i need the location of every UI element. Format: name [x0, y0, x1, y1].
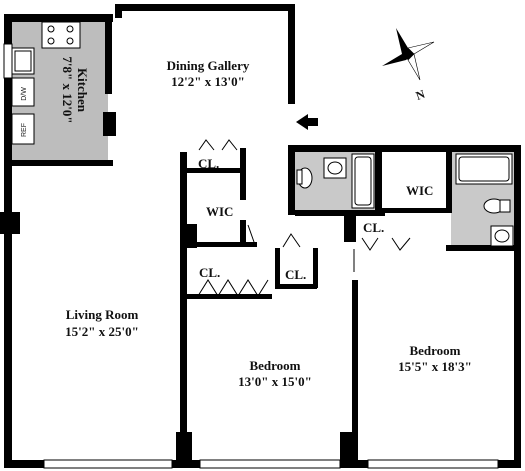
- bedroom-2-name: Bedroom: [409, 343, 460, 358]
- kitchen-fixtures: [11, 21, 81, 145]
- closet-label-3: CL.: [285, 267, 306, 282]
- wic-label-1: WIC: [206, 204, 233, 219]
- bath-fixtures: [296, 153, 514, 247]
- wic-label-2: WIC: [406, 183, 433, 198]
- entry-arrow: [296, 114, 318, 130]
- dining-dims: 12'2" x 13'0": [171, 74, 245, 89]
- interior-walls: [0, 145, 514, 462]
- bedroom-2-dims: 15'5" x 18'3": [398, 359, 472, 374]
- living-name: Living Room: [66, 307, 139, 322]
- stove: [41, 21, 81, 49]
- dining-name: Dining Gallery: [167, 58, 250, 73]
- compass-icon: [382, 28, 435, 81]
- kitchen-dims: 7'8" x 12'0": [60, 56, 75, 123]
- compass-north-label: N: [414, 87, 427, 103]
- kitchen-name: Kitchen: [75, 68, 90, 113]
- bedroom-1-dims: 13'0" x 15'0": [238, 374, 312, 389]
- bedroom-1-name: Bedroom: [249, 358, 300, 373]
- closet-label-4: CL.: [363, 220, 384, 235]
- living-dims: 15'2" x 25'0": [65, 324, 139, 339]
- kitchen-walls: [10, 14, 116, 166]
- dishwasher-label: D/W: [21, 87, 28, 101]
- windows: [3, 43, 499, 469]
- closet-label-2: CL.: [199, 265, 220, 280]
- closet-doors: [197, 139, 411, 297]
- dishwasher: [11, 77, 35, 107]
- refrigerator-label: REF: [21, 123, 28, 137]
- closet-label-1: CL.: [198, 156, 219, 171]
- refrigerator: [11, 113, 35, 145]
